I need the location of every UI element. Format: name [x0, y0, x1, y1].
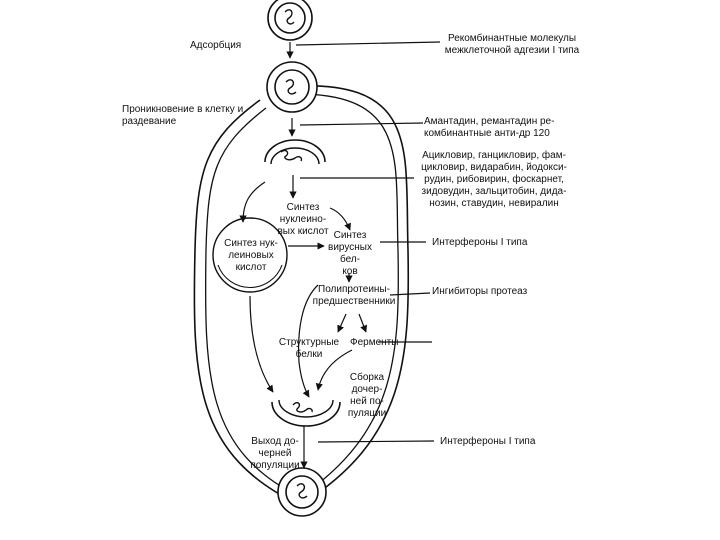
label-adsorption: Адсорбция	[190, 40, 242, 51]
inhibitor-nucleoside-analogs: Ацикловир, ганцикловир, фам- цикловир, в…	[421, 150, 567, 209]
inhibitor-interferons-2: Интерфероны I типа	[440, 436, 536, 447]
label-nucleic-synthesis-cytoplasm: Синтез нуклеино- вых кислот	[277, 202, 329, 237]
nucleus	[212, 217, 288, 293]
label-enzymes: Ферменты	[350, 337, 399, 348]
label-polyprotein: Полипротеины- предшественники	[312, 284, 396, 307]
label-structural-proteins: Структурные белки	[278, 337, 340, 360]
pathway-arrows	[239, 42, 368, 469]
label-release: Выход до- черней популяции	[250, 436, 300, 471]
inhibitor-amantadine: Амантадин, ремантадин ре- комбинантные а…	[424, 116, 555, 139]
inhibitor-lines	[295, 41, 441, 443]
inhibitor-adhesion-molecules: Рекомбинантные молекулы межклеточной адг…	[444, 33, 580, 56]
virion-top	[267, 0, 313, 41]
label-nucleic-synthesis-nucleus: Синтез нук- леиновых кислот	[224, 238, 278, 273]
virion-adsorbed	[266, 61, 318, 113]
label-protein-synthesis: Синтез вирусных бел- ков	[328, 230, 372, 277]
virion-released	[277, 467, 327, 517]
label-penetration: Проникновение в клетку и раздевание	[122, 104, 244, 127]
inhibitor-interferons-1: Интерфероны I типа	[432, 237, 528, 248]
label-assembly: Сборка дочер- ней по- пуляции	[347, 372, 387, 419]
uncoating-capsid	[264, 139, 326, 165]
assembly-capsid	[271, 399, 341, 427]
inhibitor-protease: Ингибиторы протеаз	[432, 286, 528, 297]
